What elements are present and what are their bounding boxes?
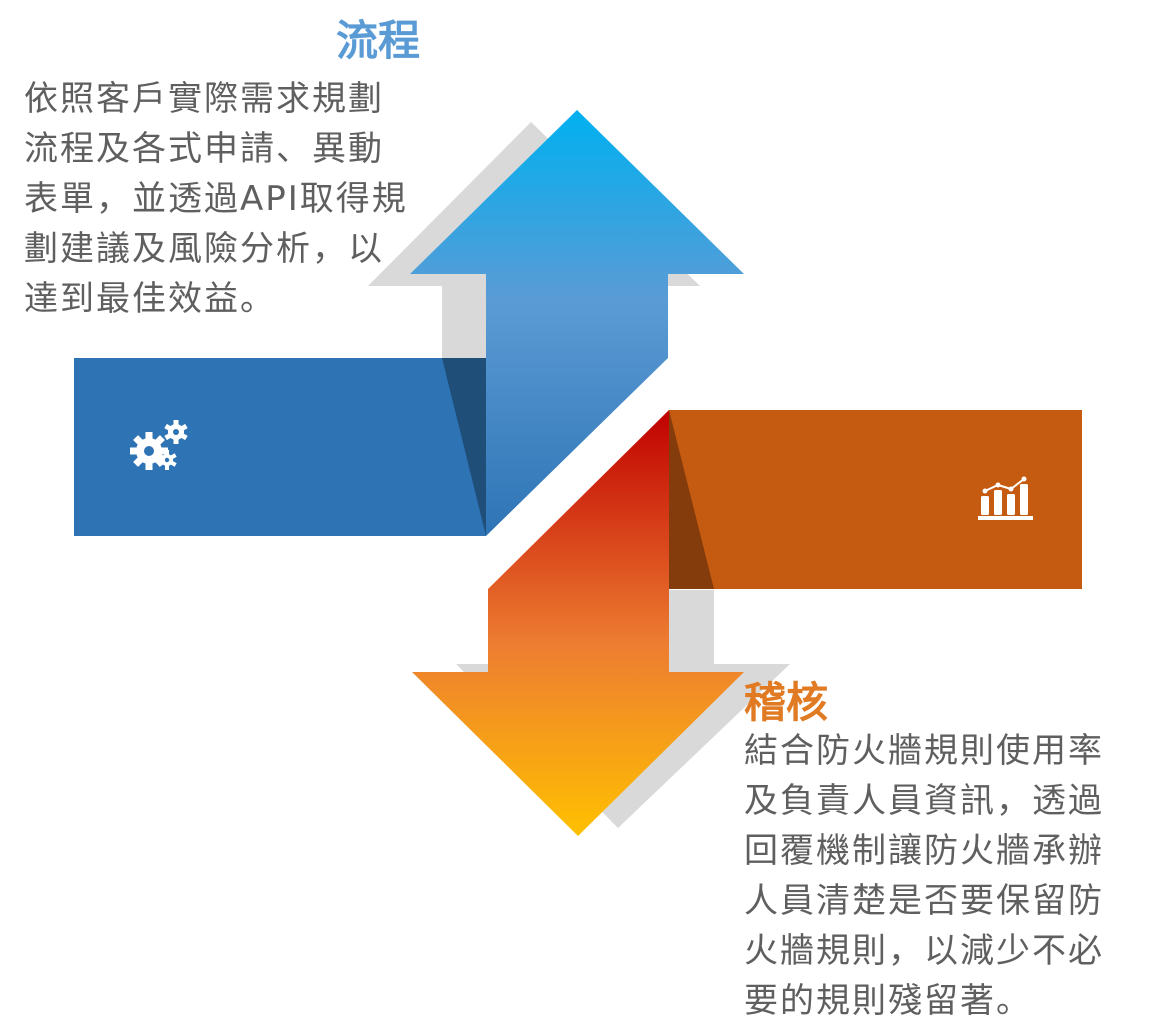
audit-description-line: 結合防火牆規則使用率 bbox=[744, 731, 1104, 771]
process-title: 流程 bbox=[336, 16, 421, 65]
process-bar-fold bbox=[442, 358, 486, 536]
process-description: 依照客戶實際需求規劃 流程及各式申請、異動 表單，並透過API取得規 劃建議及風… bbox=[24, 74, 434, 324]
audit-description-line: 火牆規則，以減少不必 bbox=[744, 931, 1104, 971]
up-arrow bbox=[410, 110, 744, 536]
process-description-line: 流程及各式申請、異動 bbox=[24, 129, 384, 169]
audit-description: 結合防火牆規則使用率 及負責人員資訊，透過 回覆機制讓防火牆承辦 人員清楚是否要… bbox=[744, 726, 1158, 1026]
down-arrow bbox=[412, 410, 744, 836]
audit-bar-fold bbox=[669, 410, 714, 589]
audit-description-line: 回覆機制讓防火牆承辦 bbox=[744, 831, 1104, 871]
audit-title: 稽核 bbox=[744, 678, 829, 727]
process-description-line: 達到最佳效益。 bbox=[24, 279, 276, 319]
audit-description-line: 要的規則殘留著。 bbox=[744, 981, 1032, 1021]
bar-chart-icon bbox=[978, 476, 1033, 520]
gears-icon bbox=[130, 420, 188, 470]
audit-description-line: 人員清楚是否要保留防 bbox=[744, 881, 1104, 921]
process-description-line: 依照客戶實際需求規劃 bbox=[24, 79, 384, 119]
process-description-line: 表單，並透過API取得規 bbox=[24, 179, 408, 219]
process-bar bbox=[74, 358, 486, 536]
process-description-line: 劃建議及風險分析，以 bbox=[24, 229, 384, 269]
audit-description-line: 及負責人員資訊，透過 bbox=[744, 781, 1104, 821]
